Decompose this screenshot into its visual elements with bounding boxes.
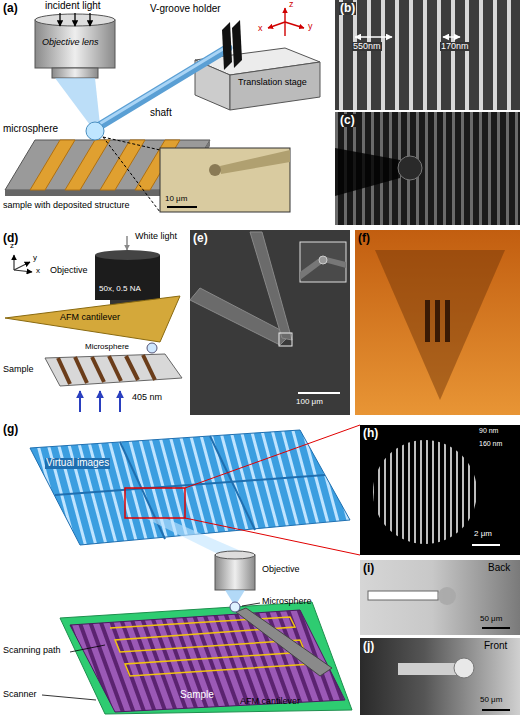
holder-label: V-groove holder	[150, 4, 221, 15]
scale-label: 50 μm	[480, 615, 502, 623]
scale-label: 10 μm	[165, 195, 187, 203]
dimension-label: 90 nm	[478, 427, 499, 434]
dimension-label: 170nm	[440, 42, 470, 51]
axis-label: x	[258, 24, 263, 33]
virtual-image-label: Virtual images	[45, 458, 110, 469]
objective-spec: 50x, 0.5 NA	[99, 285, 141, 293]
light-label: incident light	[45, 1, 101, 12]
dimension-label: 550nm	[352, 42, 382, 51]
panel-letter: (h)	[363, 427, 378, 440]
sample-label: sample with deposited structure	[3, 201, 130, 210]
panel-letter: (g)	[3, 423, 18, 436]
microsphere-label: microsphere	[3, 124, 58, 135]
scanner-label: Scanner	[3, 690, 37, 699]
panel-letter: (e)	[193, 232, 208, 245]
sample-label: Sample	[180, 690, 214, 701]
scale-label: 100 μm	[296, 398, 323, 406]
objective-label: Objective lens	[42, 38, 99, 47]
cantilever-label: AFM cantilever	[240, 697, 300, 706]
microsphere-label: Microsphere	[262, 597, 312, 606]
axis-label: y	[308, 22, 313, 31]
panel-letter: (j)	[363, 640, 374, 653]
view-label: Front	[484, 641, 507, 652]
axis-label: y	[33, 254, 37, 262]
sample-label: Sample	[3, 365, 34, 374]
axis-label: x	[36, 267, 40, 275]
scale-label: 50 μm	[480, 696, 502, 704]
scan-path-label: Scanning path	[3, 646, 61, 655]
panel-letter: (b)	[339, 2, 356, 15]
light-label: White light	[135, 232, 177, 241]
scale-label: 2 μm	[474, 530, 492, 538]
objective-label: Objective	[262, 565, 300, 574]
axis-label: z	[289, 0, 294, 9]
stage-label: Translation stage	[238, 78, 307, 87]
panel-letter: (c)	[339, 114, 356, 127]
panel-letter: (f)	[358, 232, 370, 245]
objective-label: Objective	[50, 266, 88, 275]
view-label: Back	[488, 563, 510, 574]
panel-letter: (a)	[3, 2, 18, 15]
microsphere-label: Microsphere	[85, 343, 129, 351]
axis-label: z	[10, 242, 14, 250]
panel-letter: (i)	[363, 562, 374, 575]
shaft-label: shaft	[150, 108, 172, 119]
cantilever-label: AFM cantilever	[60, 313, 120, 322]
dimension-label: 160 nm	[478, 440, 503, 447]
wavelength-label: 405 nm	[132, 393, 162, 402]
